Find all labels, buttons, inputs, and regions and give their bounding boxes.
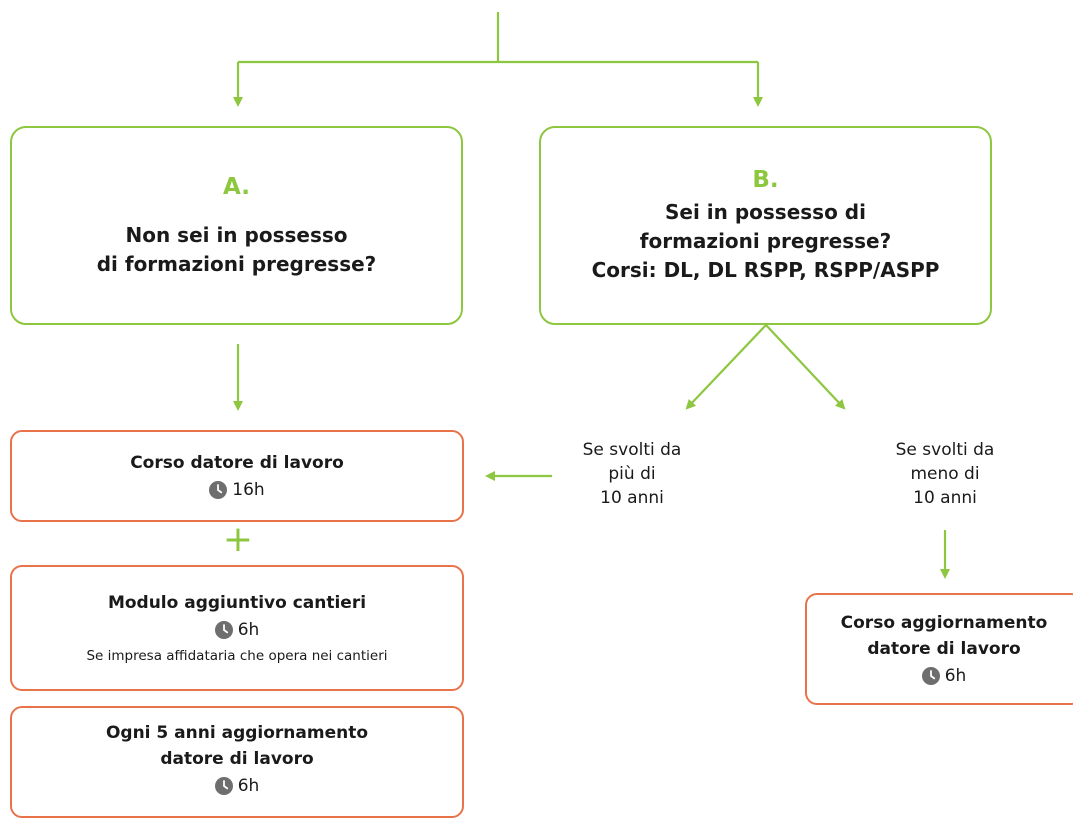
clock-icon [214, 777, 233, 795]
condition-over-10-years: Se svolti da più di 10 anni [582, 440, 682, 508]
arrow-b-to-under-10 [765, 324, 846, 410]
course-construction-note: Se impresa affidataria che opera nei can… [86, 648, 388, 664]
course-periodic-update-duration-row: 6h [214, 774, 260, 798]
arrow-b-to-over-10 [685, 324, 767, 410]
clock-icon [214, 621, 233, 639]
decision-box-b: B. Sei in possesso di formazioni pregres… [539, 126, 992, 325]
condition-under-10-years: Se svolti da meno di 10 anni [895, 440, 995, 508]
course-employer-duration-row: 16h [209, 478, 265, 502]
course-employer-title: Corso datore di lavoro [130, 453, 344, 473]
course-construction-duration-row: 6h [214, 618, 260, 642]
course-update-duration-row: 6h [921, 664, 967, 688]
decision-box-a: A. Non sei in possesso di formazioni pre… [10, 126, 463, 325]
plus-symbol: + [222, 519, 254, 560]
course-update-box: Corso aggiornamento datore di lavoro 6h [805, 593, 1073, 705]
course-construction-box: Modulo aggiuntivo cantieri 6h Se impresa… [10, 565, 464, 691]
course-periodic-update-duration: 6h [237, 776, 260, 796]
course-update-duration: 6h [944, 666, 967, 686]
decision-b-letter: B. [752, 167, 779, 193]
course-employer-duration: 16h [232, 480, 265, 500]
course-construction-title: Modulo aggiuntivo cantieri [107, 593, 367, 613]
decision-b-question: Sei in possesso di formazioni pregresse?… [591, 200, 940, 282]
course-employer-box: Corso datore di lavoro 16h [10, 430, 464, 522]
clock-icon [209, 481, 228, 499]
course-update-title: Corso aggiornamento datore di lavoro [840, 613, 1048, 659]
clock-icon [921, 667, 940, 685]
course-periodic-update-box: Ogni 5 anni aggiornamento datore di lavo… [10, 706, 464, 818]
decision-a-letter: A. [223, 173, 250, 200]
course-construction-duration: 6h [237, 620, 260, 640]
course-periodic-update-title: Ogni 5 anni aggiornamento datore di lavo… [105, 723, 369, 769]
decision-a-question: Non sei in possesso di formazioni pregre… [96, 222, 377, 276]
